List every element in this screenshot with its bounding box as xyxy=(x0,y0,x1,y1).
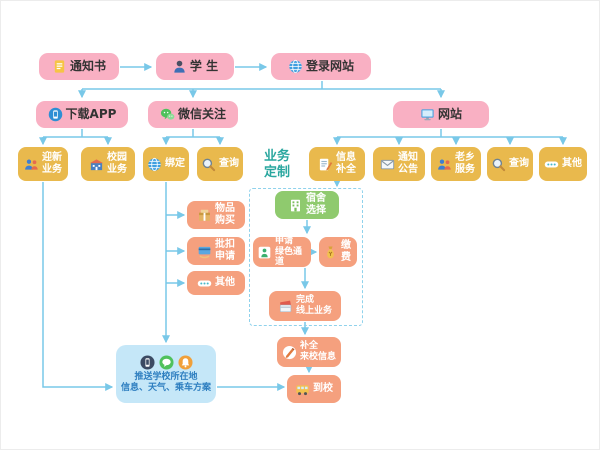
node-label: 下载APP xyxy=(65,107,117,122)
node-download-app: 下载APP xyxy=(36,101,128,128)
node-label: 完成 线上业务 xyxy=(295,295,332,316)
node-label: 其他 xyxy=(562,158,582,170)
node-bind: 绑定 xyxy=(143,147,189,181)
node-label: 补全 来校信息 xyxy=(299,341,336,362)
node-arrival-info: 补全 来校信息 xyxy=(277,337,341,367)
node-label: 申请 绿色通道 xyxy=(275,236,303,268)
node-label: 信息 补全 xyxy=(336,152,356,175)
document-icon xyxy=(52,59,67,74)
node-notices: 通知 公告 xyxy=(373,147,425,181)
card-icon xyxy=(197,244,212,259)
globe-icon xyxy=(147,157,162,172)
student-icon xyxy=(172,59,187,74)
push-info-label: 推送学校所在地 信息、天气、乘车方案 xyxy=(120,371,211,393)
node-label: 微信关注 xyxy=(177,107,226,122)
node-dorm-select: 宿舍 选择 xyxy=(275,191,339,219)
node-login-website: 登录网站 xyxy=(271,53,371,80)
people-icon xyxy=(24,157,39,172)
bus-icon xyxy=(295,382,310,397)
node-info-complete: 信息 补全 xyxy=(309,147,365,181)
phone-icon xyxy=(140,355,155,370)
node-label: 通知 公告 xyxy=(398,152,418,175)
more-dots-icon xyxy=(544,157,559,172)
node-label: 查询 xyxy=(509,158,529,170)
node-label: 通知书 xyxy=(69,59,106,74)
node-push-info: 推送学校所在地 信息、天气、乘车方案 xyxy=(116,345,216,403)
node-student: 学 生 xyxy=(156,53,234,80)
node-label: 缴费 xyxy=(341,240,351,263)
node-label: 物品 购买 xyxy=(215,203,235,226)
node-label: 查询 xyxy=(219,158,239,170)
wechat-icon xyxy=(160,107,175,122)
app-icon xyxy=(48,107,63,122)
more-dots-icon xyxy=(197,276,212,291)
push-info-icons xyxy=(140,355,193,370)
node-label: 其他 xyxy=(215,277,235,289)
money-bag-icon xyxy=(323,245,338,260)
node-site-other: 其他 xyxy=(539,147,587,181)
mail-icon xyxy=(380,157,395,172)
search-icon xyxy=(491,157,506,172)
node-app-other: 其他 xyxy=(187,271,245,295)
node-batch-deduction: 批扣 申请 xyxy=(187,237,245,265)
business-custom-region xyxy=(249,188,363,326)
node-label: 学 生 xyxy=(189,59,219,74)
node-label: 批扣 申请 xyxy=(215,239,235,262)
node-label: 绑定 xyxy=(165,158,185,170)
node-finish-online: 完成 线上业务 xyxy=(269,291,341,321)
monitor-icon xyxy=(420,107,435,122)
bell-icon xyxy=(178,355,193,370)
node-notice-letter: 通知书 xyxy=(39,53,119,80)
node-hometown-service: 老乡 服务 xyxy=(431,147,481,181)
campus-icon xyxy=(89,157,104,172)
form-icon xyxy=(318,157,333,172)
node-green-channel: 申请 绿色通道 xyxy=(253,236,311,268)
node-label: 登录网站 xyxy=(305,59,354,74)
goods-icon xyxy=(197,208,212,223)
globe-icon xyxy=(288,59,303,74)
node-label: 老乡 服务 xyxy=(455,152,475,175)
node-site-query: 查询 xyxy=(487,147,533,181)
node-goods-purchase: 物品 购买 xyxy=(187,201,245,229)
dorm-icon xyxy=(288,198,303,213)
cards-icon xyxy=(278,299,293,314)
node-label: 迎新 业务 xyxy=(42,152,62,175)
node-label: 到校 xyxy=(313,383,333,395)
node-pay: 缴费 xyxy=(319,237,357,267)
node-label: 宿舍 选择 xyxy=(306,193,326,216)
wechat-icon xyxy=(159,355,174,370)
node-wechat-follow: 微信关注 xyxy=(148,101,238,128)
search-icon xyxy=(201,157,216,172)
node-label: 网站 xyxy=(437,107,462,122)
node-wechat-query: 查询 xyxy=(197,147,243,181)
green-channel-icon xyxy=(257,245,272,260)
node-website: 网站 xyxy=(393,101,489,128)
node-welcome-service: 迎新 业务 xyxy=(18,147,68,181)
business-custom-label: 业务 定制 xyxy=(263,149,290,181)
node-arrive-at-school: 到校 xyxy=(287,375,341,403)
people-icon xyxy=(437,157,452,172)
node-campus-service: 校园 业务 xyxy=(81,147,135,181)
node-label: 校园 业务 xyxy=(107,152,127,175)
pencil-icon xyxy=(282,345,297,360)
